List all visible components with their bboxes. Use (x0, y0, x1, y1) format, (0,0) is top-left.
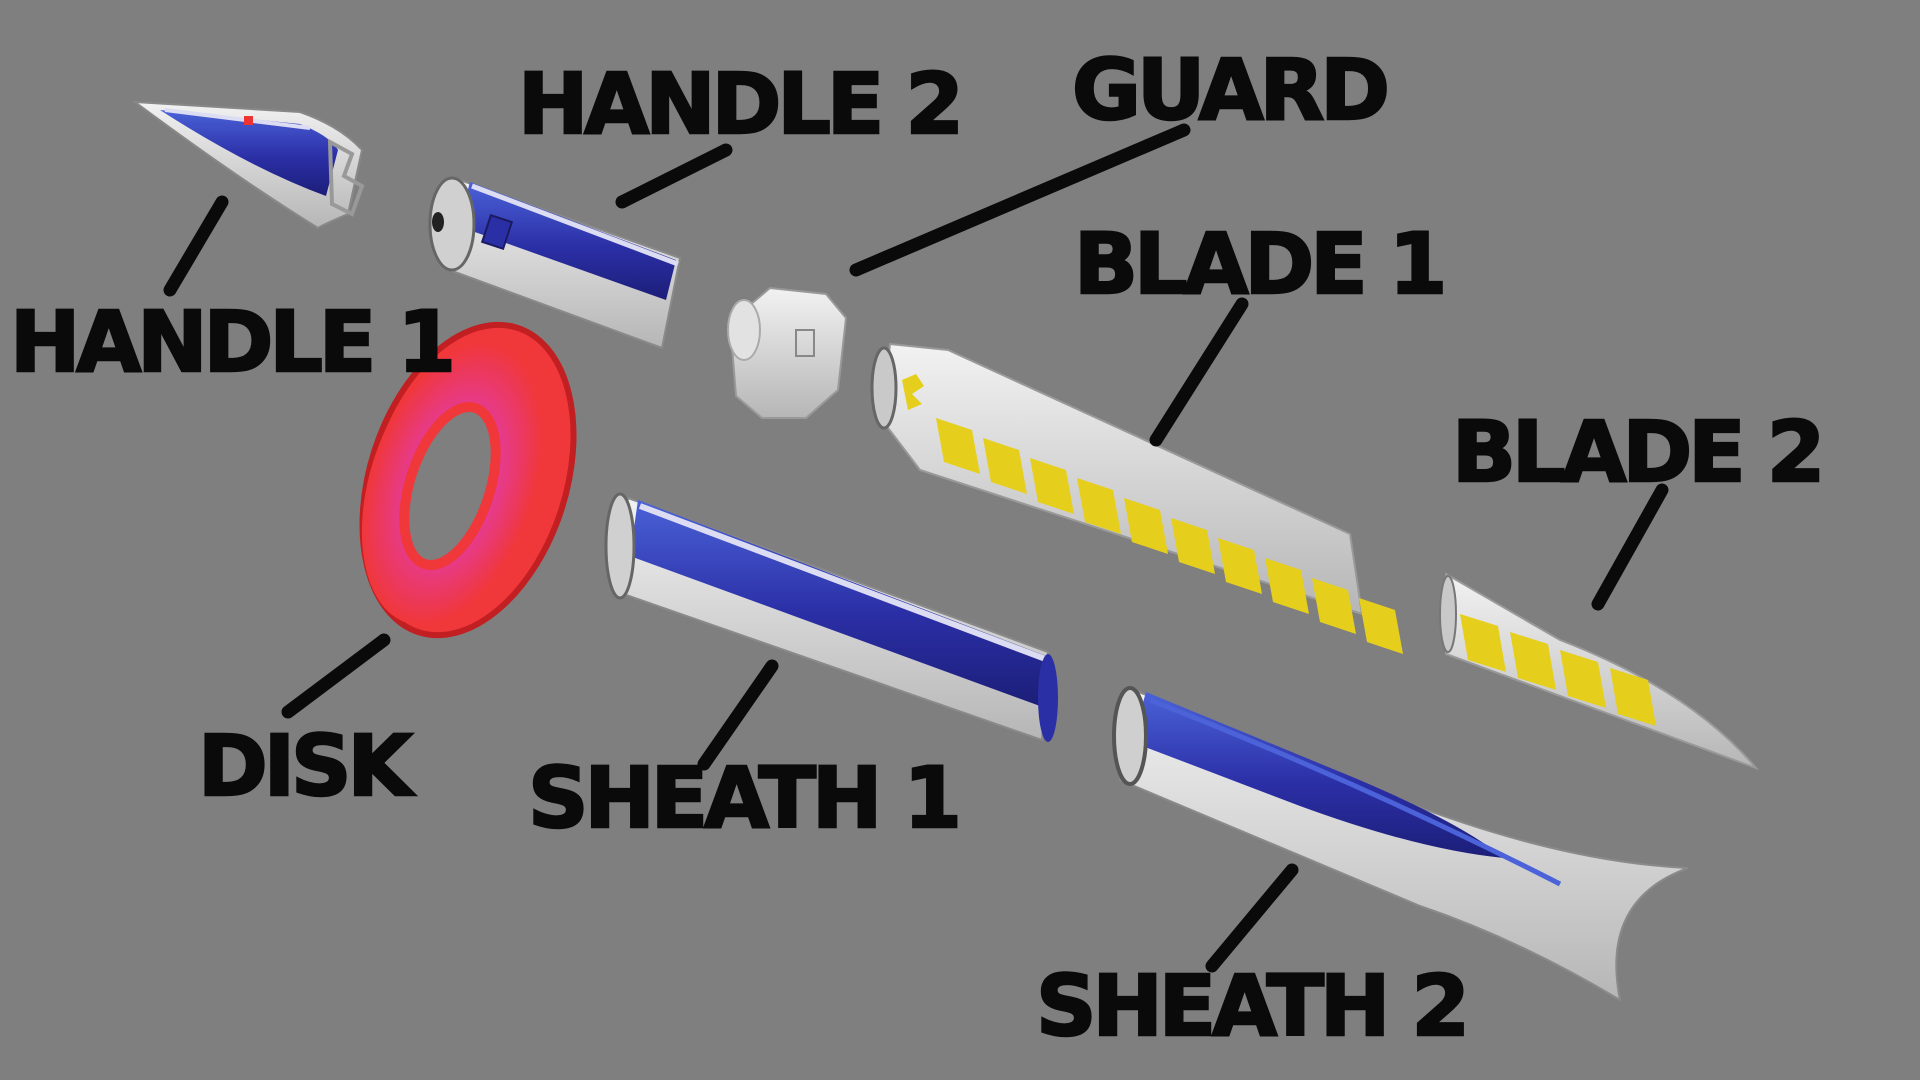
label-blade-2: BLADE 2 (1451, 403, 1827, 501)
handle-2-part (428, 176, 682, 350)
label-blade-1: BLADE 1 (1073, 215, 1449, 313)
blade-2-part (1439, 572, 1760, 771)
disk-part (359, 321, 577, 639)
leader-disk (281, 633, 391, 719)
label-guard: GUARD (1071, 41, 1392, 139)
leader-sheath-1 (697, 659, 779, 771)
blade-1-stripes (936, 418, 1403, 654)
leader-handle-1 (163, 195, 229, 297)
blade-stripe (1610, 668, 1656, 726)
label-sheath-2: SHEATH 2 (1035, 957, 1471, 1055)
sheath-2-part (1112, 686, 1689, 1003)
blade-stripe (1460, 614, 1506, 672)
label-disk: DISK (197, 717, 414, 815)
blade-stripe (1030, 458, 1074, 514)
blade-stripe (1124, 498, 1168, 554)
blade-stripe (1218, 538, 1262, 594)
blade-stripe (983, 438, 1027, 494)
blade-stripe (1312, 578, 1356, 634)
leader-lines (163, 123, 1669, 973)
blade-2-stripes (1460, 614, 1656, 726)
leader-guard (849, 123, 1191, 277)
blade-stripe (1560, 650, 1606, 708)
blade-1-part (870, 342, 1403, 654)
handle-1-part (131, 100, 365, 230)
blade-stripe (936, 418, 980, 474)
leader-sheath-2 (1205, 863, 1299, 973)
blade-stripe (1359, 598, 1403, 654)
label-handle-2: HANDLE 2 (517, 55, 965, 153)
leader-blade-1 (1149, 297, 1249, 447)
leader-blade-2 (1591, 483, 1669, 611)
blade-stripe (1077, 478, 1121, 534)
blade-stripe (1265, 558, 1309, 614)
sheath-1-part (604, 492, 1058, 742)
label-handle-1: HANDLE 1 (9, 293, 457, 391)
guard-part (727, 286, 848, 419)
label-sheath-1: SHEATH 1 (527, 749, 963, 847)
blade-stripe (1510, 632, 1556, 690)
blade-stripe (1171, 518, 1215, 574)
leader-handle-2 (615, 143, 733, 209)
